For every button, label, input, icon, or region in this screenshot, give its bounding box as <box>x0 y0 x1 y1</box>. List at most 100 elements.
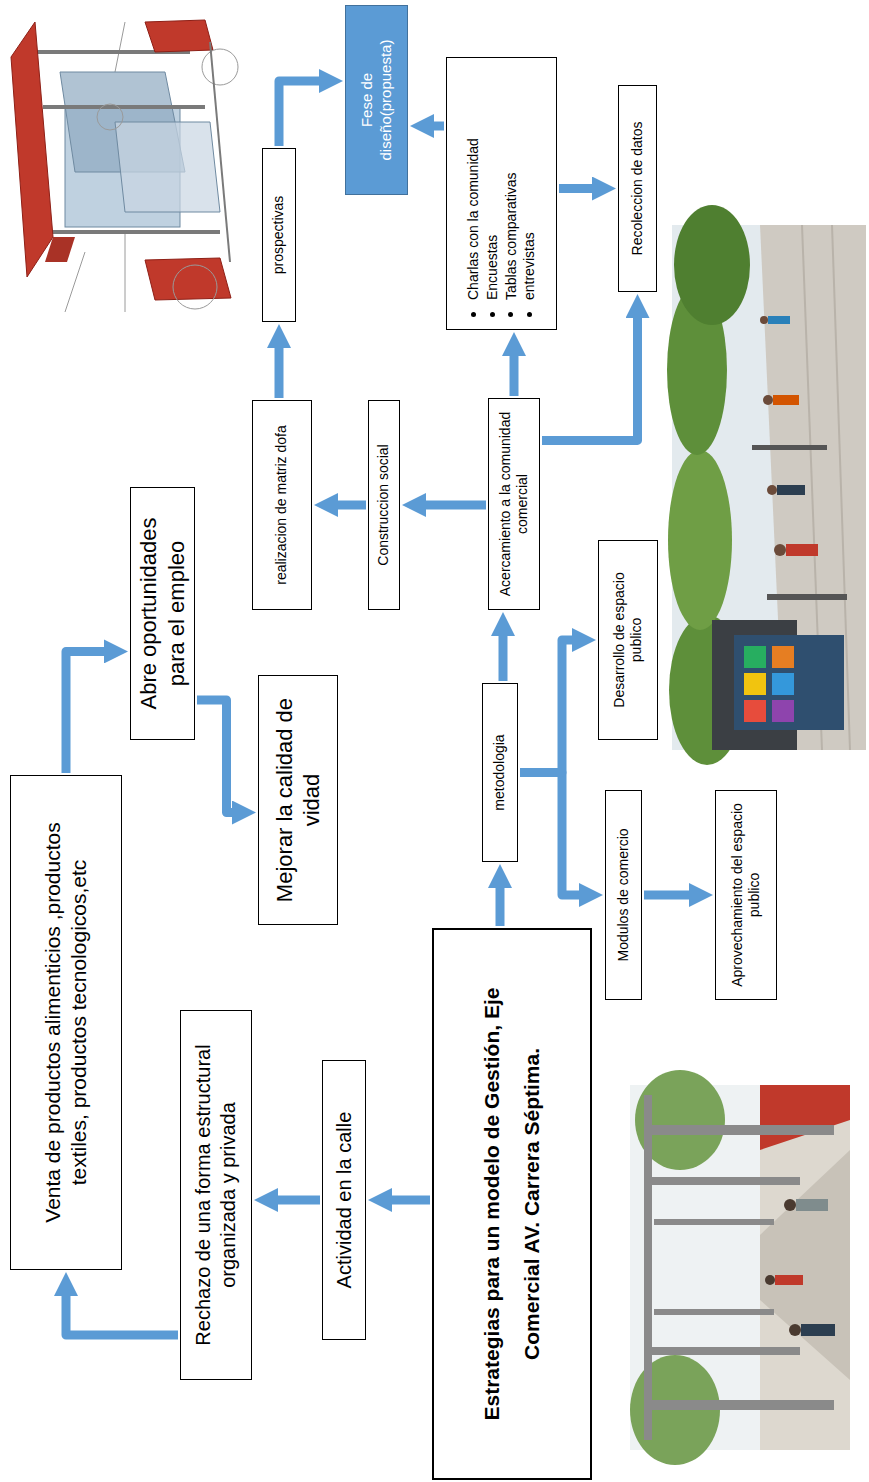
flow-arrow <box>330 501 366 510</box>
bullet-row: Tablas comparativas <box>502 172 521 317</box>
person-head <box>774 544 786 556</box>
pergola-column <box>644 1400 834 1410</box>
bullet-row: entrevistas <box>520 232 539 317</box>
flow-arrow <box>279 81 327 146</box>
flow-arrow <box>510 348 519 396</box>
node-text: Desarrollo de espacio publico <box>611 549 646 731</box>
flow-arrow <box>499 628 508 681</box>
photo-pole <box>767 594 847 600</box>
person-body <box>775 1275 803 1285</box>
flow-arrow <box>197 700 240 813</box>
bullet-row: Charlas con la comunidad <box>464 138 483 317</box>
bullet-dot <box>471 312 476 317</box>
flow-arrow <box>559 184 600 193</box>
kiosk-illustration <box>11 20 238 312</box>
process-box: Desarrollo de espacio publico <box>598 540 658 740</box>
person-body <box>768 316 790 324</box>
glass-panel <box>115 122 220 212</box>
process-box: Recoleccion de datos <box>618 85 657 292</box>
person-body <box>786 544 818 556</box>
phase-box: Fese de diseño(propuesta) <box>345 5 408 195</box>
photo-goods <box>744 700 766 722</box>
process-box: Acercamiento a la comunidad comercial <box>488 398 540 610</box>
flow-arrow <box>426 122 444 131</box>
person-head <box>789 1324 801 1336</box>
kiosk-pole <box>50 230 220 234</box>
bullet-text: Tablas comparativas <box>502 172 521 300</box>
node-text: Modulos de comercio <box>615 828 633 961</box>
process-box: prospectivas <box>262 148 296 322</box>
render-photo <box>630 1070 850 1465</box>
photo-people <box>765 1199 835 1336</box>
pergola-column <box>650 1177 800 1185</box>
kiosk-roof <box>45 237 75 262</box>
node-text: Venta de productos alimenticios ,product… <box>40 784 93 1261</box>
bullet-dot <box>508 312 513 317</box>
flow-arrow <box>275 340 284 398</box>
leader-line <box>115 22 125 72</box>
title-box: Estrategias para un modelo de Gestión, E… <box>432 928 592 1480</box>
process-box: metodologia <box>482 683 518 862</box>
leader-line <box>125 232 126 312</box>
leader-line <box>65 252 85 312</box>
node-text: prospectivas <box>270 196 288 275</box>
person-body <box>796 1199 828 1211</box>
node-text: Recoleccion de datos <box>629 122 647 256</box>
bullet-text: entrevistas <box>520 232 539 300</box>
person-body <box>773 395 799 405</box>
flow-arrow <box>496 880 505 926</box>
node-text: Acercamiento a la comunidad comercial <box>497 407 532 601</box>
node-text: Fese de diseño(propuesta) <box>358 14 396 186</box>
pergola-column <box>654 1309 774 1315</box>
photo-tree <box>668 450 732 630</box>
person-head <box>760 316 768 324</box>
flow-arrow <box>520 773 587 896</box>
person-body <box>801 1324 835 1336</box>
bullet-text: Encuestas <box>483 235 502 300</box>
bullet-dot <box>490 312 495 317</box>
photo-goods <box>744 673 766 695</box>
detail-circle <box>173 265 217 309</box>
bullet-row: Encuestas <box>483 235 502 317</box>
flow-arrow <box>644 891 697 900</box>
node-text: realizacion de matriz dofa <box>273 425 291 585</box>
photo-red-strip <box>760 1085 850 1150</box>
kiosk-panel <box>145 20 213 52</box>
node-text: Abre oportunidades para el empleo <box>135 496 190 731</box>
node-text: metodologia <box>491 734 509 810</box>
person-head <box>784 1199 796 1211</box>
node-text: Mejorar la calidad de vidad <box>271 684 326 916</box>
process-box: Abre oportunidades para el empleo <box>130 487 195 740</box>
node-text: Aprovechamiento del espacio publico <box>729 799 764 991</box>
pergola-column <box>650 1347 800 1355</box>
kiosk-panel <box>145 258 231 300</box>
photo-goods <box>772 673 794 695</box>
photo-pavement <box>760 1085 850 1450</box>
flow-arrow <box>418 501 486 510</box>
process-box: Mejorar la calidad de vidad <box>258 675 338 925</box>
flow-arrow <box>520 640 580 773</box>
photo-people <box>760 316 818 556</box>
photo-goods <box>772 700 794 722</box>
bullet-dot <box>527 312 532 317</box>
flow-arrow <box>270 1196 320 1205</box>
photo-pole <box>752 445 827 450</box>
flow-arrow <box>66 651 112 773</box>
kiosk-pole <box>43 105 205 109</box>
process-box: Actividad en la calle <box>322 1060 366 1340</box>
list-box: Charlas con la comunidadEncuestasTablas … <box>446 57 557 330</box>
process-box: Rechazo de una forma estructural organiz… <box>180 1010 252 1380</box>
photo-goods <box>772 646 794 668</box>
process-box: Aprovechamiento del espacio publico <box>715 790 777 1000</box>
flow-arrow <box>384 1196 430 1205</box>
person-head <box>763 395 773 405</box>
process-box: realizacion de matriz dofa <box>252 400 312 610</box>
photo-goods <box>744 646 766 668</box>
process-box: Modulos de comercio <box>605 790 642 1000</box>
bullet-text: Charlas con la comunidad <box>464 138 483 300</box>
photo-tree <box>674 205 750 325</box>
node-text: Construccion social <box>375 444 393 565</box>
flow-arrow <box>66 1288 178 1335</box>
kiosk-base <box>210 42 230 262</box>
